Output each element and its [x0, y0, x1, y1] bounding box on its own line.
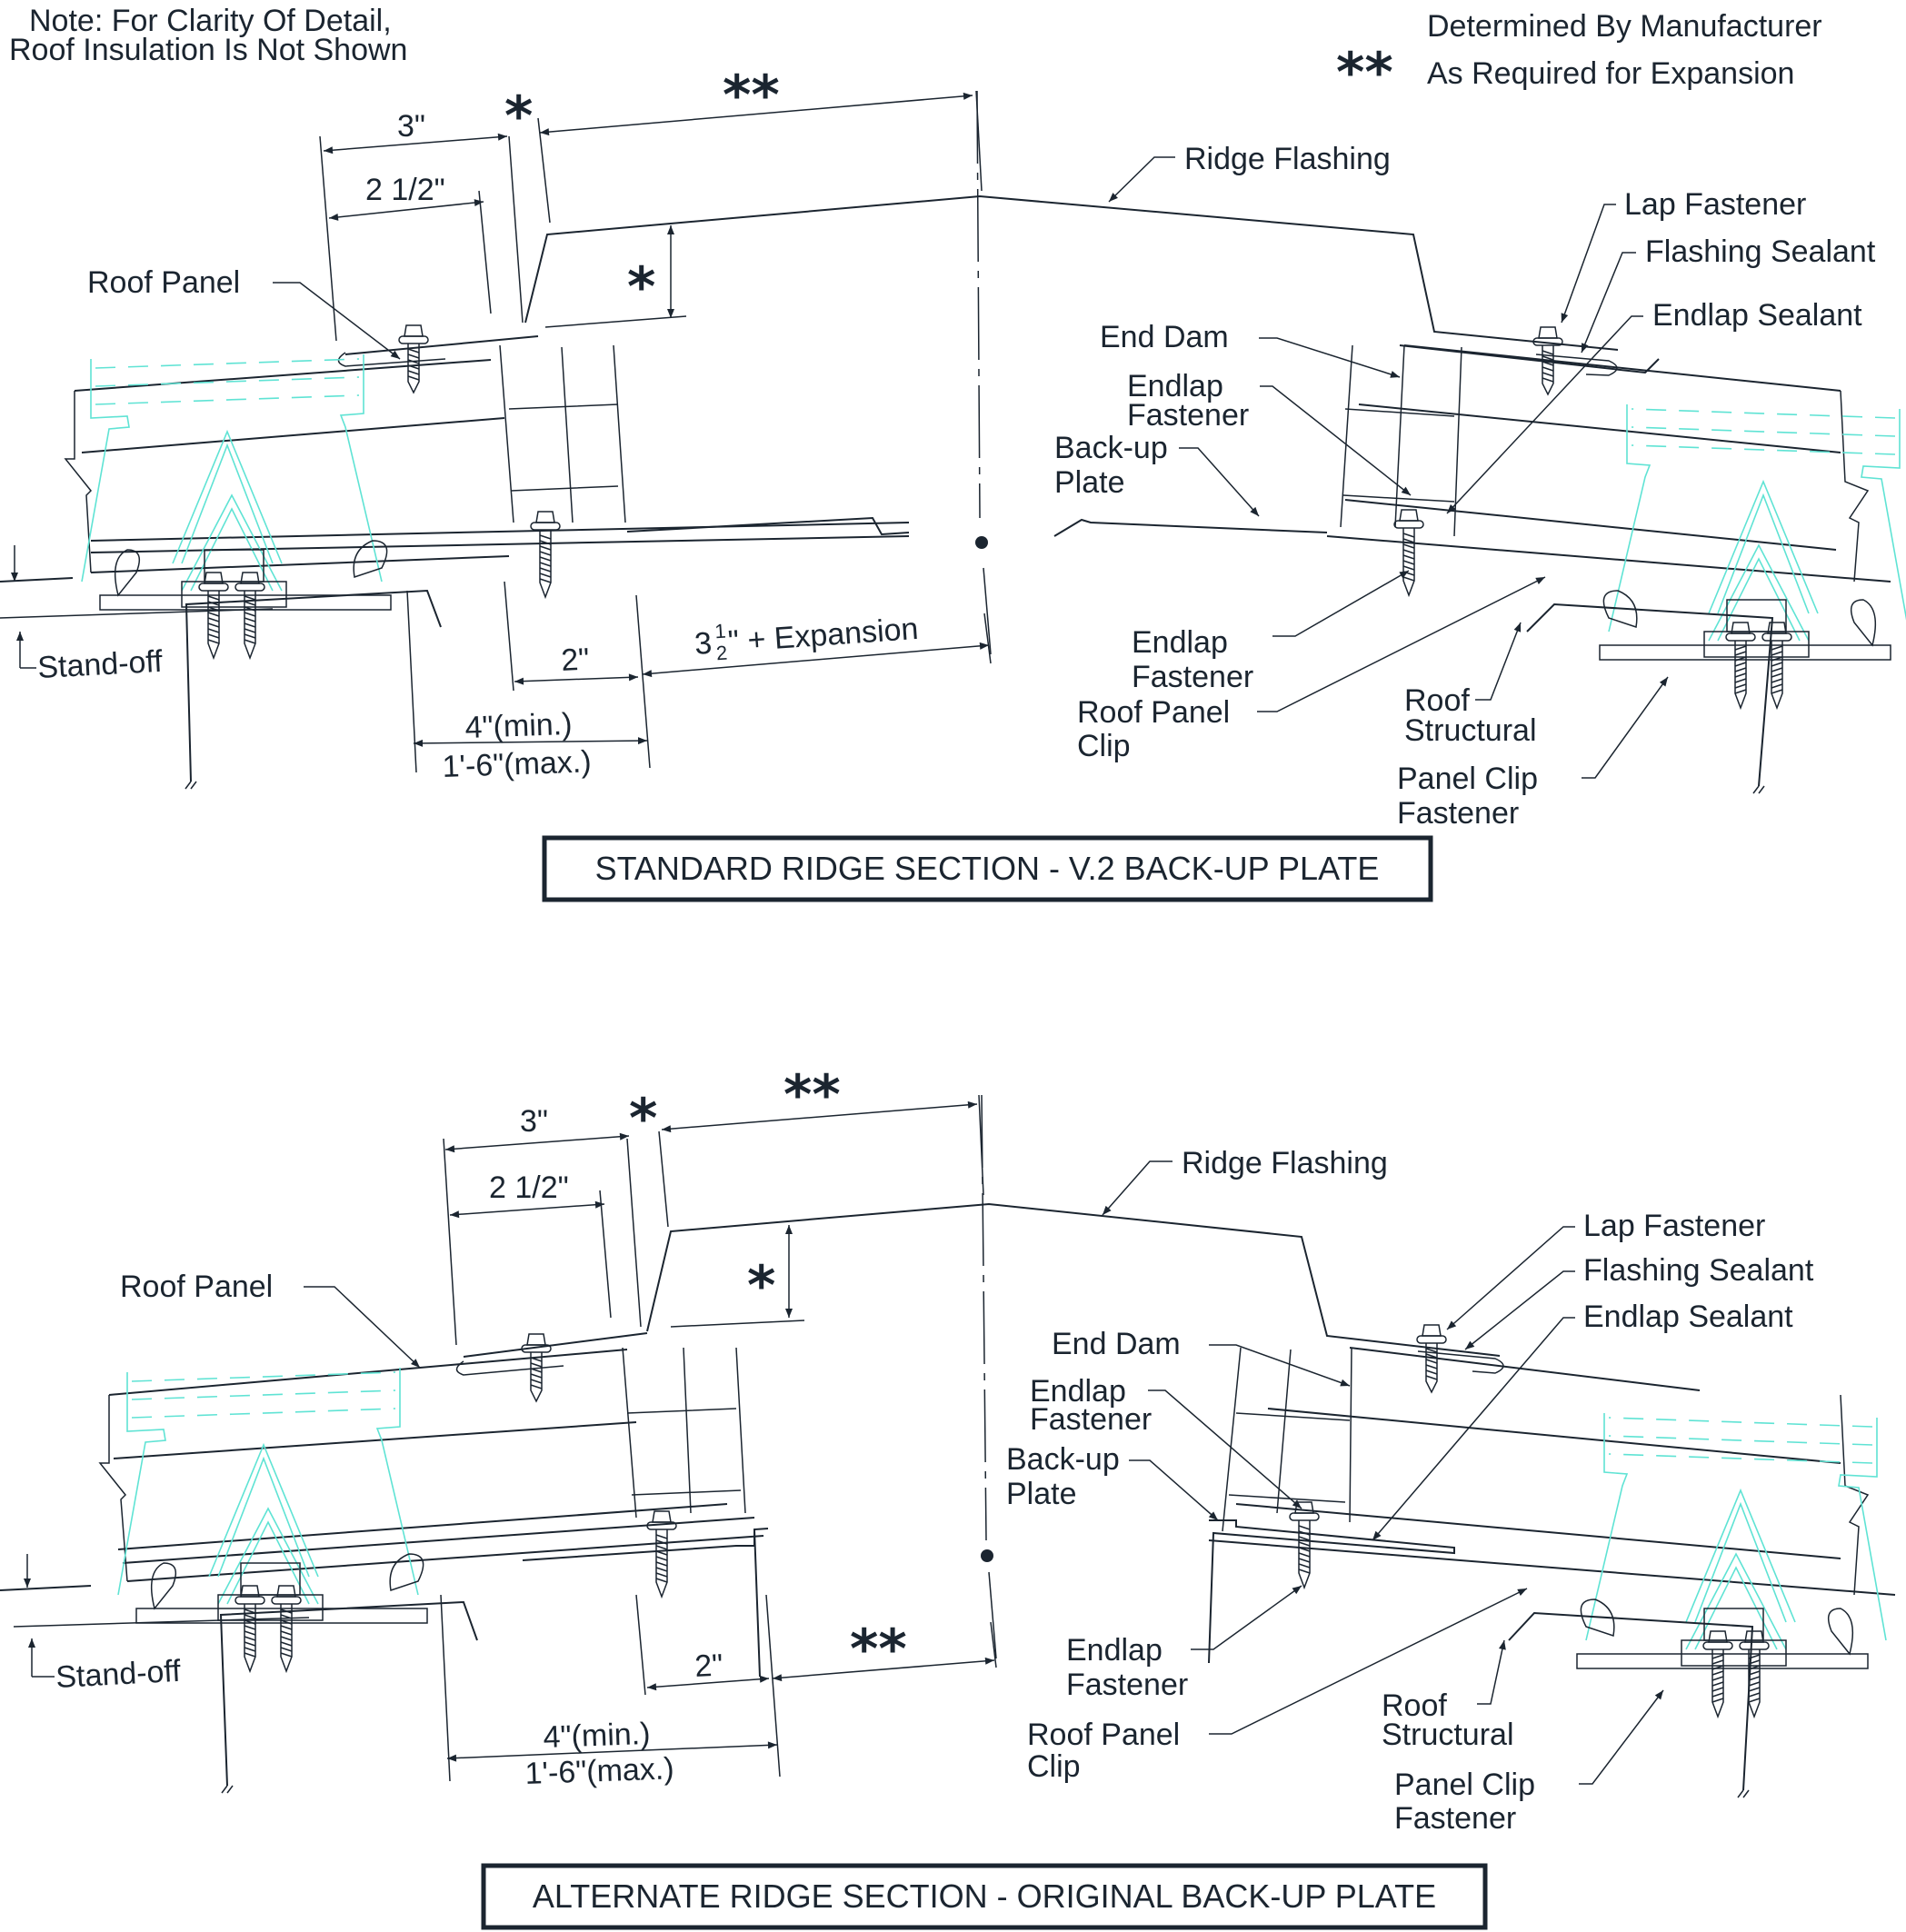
section-title-box: [542, 835, 1433, 902]
label-panel-clip-fastener-2: Fastener: [1397, 796, 1519, 831]
dim-vertical-star: *: [747, 1254, 775, 1318]
ridge-flashing: [524, 194, 1619, 351]
dim-min: 4"(min.): [464, 707, 573, 745]
dim-2-5in: 2 1/2": [489, 1170, 569, 1205]
note-line-1: Note: For Clarity Of Detail,: [29, 4, 392, 38]
label-backup-plate-1: Back-up: [1006, 1442, 1120, 1477]
ridge-point-marker: [975, 536, 988, 549]
label-backup-plate-2: Plate: [1006, 1477, 1077, 1511]
dim-right-span-suffix: " + Expansion: [727, 612, 920, 660]
label-roof-structural-2: Structural: [1382, 1718, 1514, 1752]
legend-single-star-text: Determined By Manufacturer: [1427, 9, 1822, 44]
section-title: ALTERNATE RIDGE SECTION - ORIGINAL BACK-…: [533, 1877, 1436, 1915]
dim-right-span-frac-den: 2: [715, 642, 728, 665]
label-endlap-fastener-bottom-1: Endlap: [1132, 625, 1228, 660]
label-roof-panel: Roof Panel: [87, 265, 240, 300]
label-endlap-fastener-top-1: Endlap: [1030, 1374, 1126, 1409]
standard-ridge-section: Stand-off 3" 2 1/2" * ** * 2" 3 1 2 " + …: [0, 64, 1906, 902]
label-panel-clip-fastener-1: Panel Clip: [1394, 1768, 1535, 1802]
section-title: STANDARD RIDGE SECTION - V.2 BACK-UP PLA…: [595, 850, 1380, 887]
alternate-ridge-section: Stand-off 3" 2 1/2" * ** * 2" ** 4"(min.…: [0, 1063, 1896, 1930]
label-endlap-fastener-top-1: Endlap: [1127, 369, 1223, 403]
dim-star: *: [504, 85, 533, 148]
label-endlap-sealant: Endlap Sealant: [1652, 298, 1862, 333]
dim-max: 1'-6"(max.): [442, 744, 592, 784]
label-roof-structural-2: Structural: [1404, 713, 1537, 748]
stand-off-label: Stand-off: [36, 644, 164, 685]
dim-vertical-star: *: [627, 255, 655, 319]
dim-max: 1'-6"(max.): [524, 1751, 674, 1791]
label-endlap-sealant: Endlap Sealant: [1583, 1300, 1793, 1334]
label-roof-panel-clip-2: Clip: [1027, 1749, 1081, 1784]
label-end-dam: End Dam: [1052, 1327, 1181, 1361]
label-roof-panel-clip-2: Clip: [1077, 729, 1131, 763]
label-endlap-fastener-bottom-2: Fastener: [1132, 660, 1253, 694]
label-ridge-flashing: Ridge Flashing: [1184, 142, 1391, 176]
legend-double-star-symbol: **: [1336, 41, 1393, 105]
dim-right-span-frac-num: 1: [714, 620, 726, 643]
label-panel-clip-fastener-1: Panel Clip: [1397, 762, 1538, 796]
label-flashing-sealant: Flashing Sealant: [1645, 234, 1876, 269]
legend-double-star-text: As Required for Expansion: [1427, 56, 1794, 91]
label-backup-plate-2: Plate: [1054, 465, 1125, 500]
dim-star: *: [629, 1087, 657, 1150]
stand-off-label: Stand-off: [55, 1654, 182, 1695]
note-line-2: Roof Insulation Is Not Shown: [9, 33, 407, 67]
label-roof-panel-clip-1: Roof Panel: [1077, 695, 1230, 730]
label-lap-fastener: Lap Fastener: [1624, 187, 1806, 222]
label-flashing-sealant: Flashing Sealant: [1583, 1253, 1814, 1288]
label-lap-fastener: Lap Fastener: [1583, 1209, 1765, 1243]
label-end-dam: End Dam: [1100, 320, 1229, 354]
label-endlap-fastener-top-2: Fastener: [1127, 398, 1249, 433]
label-panel-clip-fastener-2: Fastener: [1394, 1801, 1516, 1836]
dim-min: 4"(min.): [543, 1717, 651, 1755]
label-endlap-fastener-bottom-1: Endlap: [1066, 1633, 1163, 1668]
dim-right-span: **: [850, 1618, 907, 1681]
dim-3in: 3": [397, 109, 425, 144]
ridge-point-marker: [981, 1549, 993, 1562]
dim-right-span-main: 3: [694, 626, 714, 662]
dim-2in: 2": [560, 642, 590, 678]
label-roof-structural-1: Roof: [1382, 1688, 1447, 1723]
dim-double-star: **: [783, 1063, 841, 1127]
dim-2in: 2": [694, 1648, 723, 1684]
label-roof-panel: Roof Panel: [120, 1270, 273, 1304]
label-endlap-fastener-top-2: Fastener: [1030, 1402, 1152, 1437]
label-backup-plate-1: Back-up: [1054, 431, 1168, 465]
label-roof-structural-1: Roof: [1404, 683, 1470, 718]
section-title-box: [481, 1863, 1488, 1930]
label-endlap-fastener-bottom-2: Fastener: [1066, 1668, 1188, 1702]
dim-3in: 3": [520, 1104, 548, 1139]
dim-2-5in: 2 1/2": [365, 173, 445, 207]
label-roof-panel-clip-1: Roof Panel: [1027, 1718, 1180, 1752]
ridge-flashing: [646, 1202, 1501, 1357]
dim-double-star: **: [723, 64, 780, 127]
label-ridge-flashing: Ridge Flashing: [1182, 1146, 1388, 1180]
